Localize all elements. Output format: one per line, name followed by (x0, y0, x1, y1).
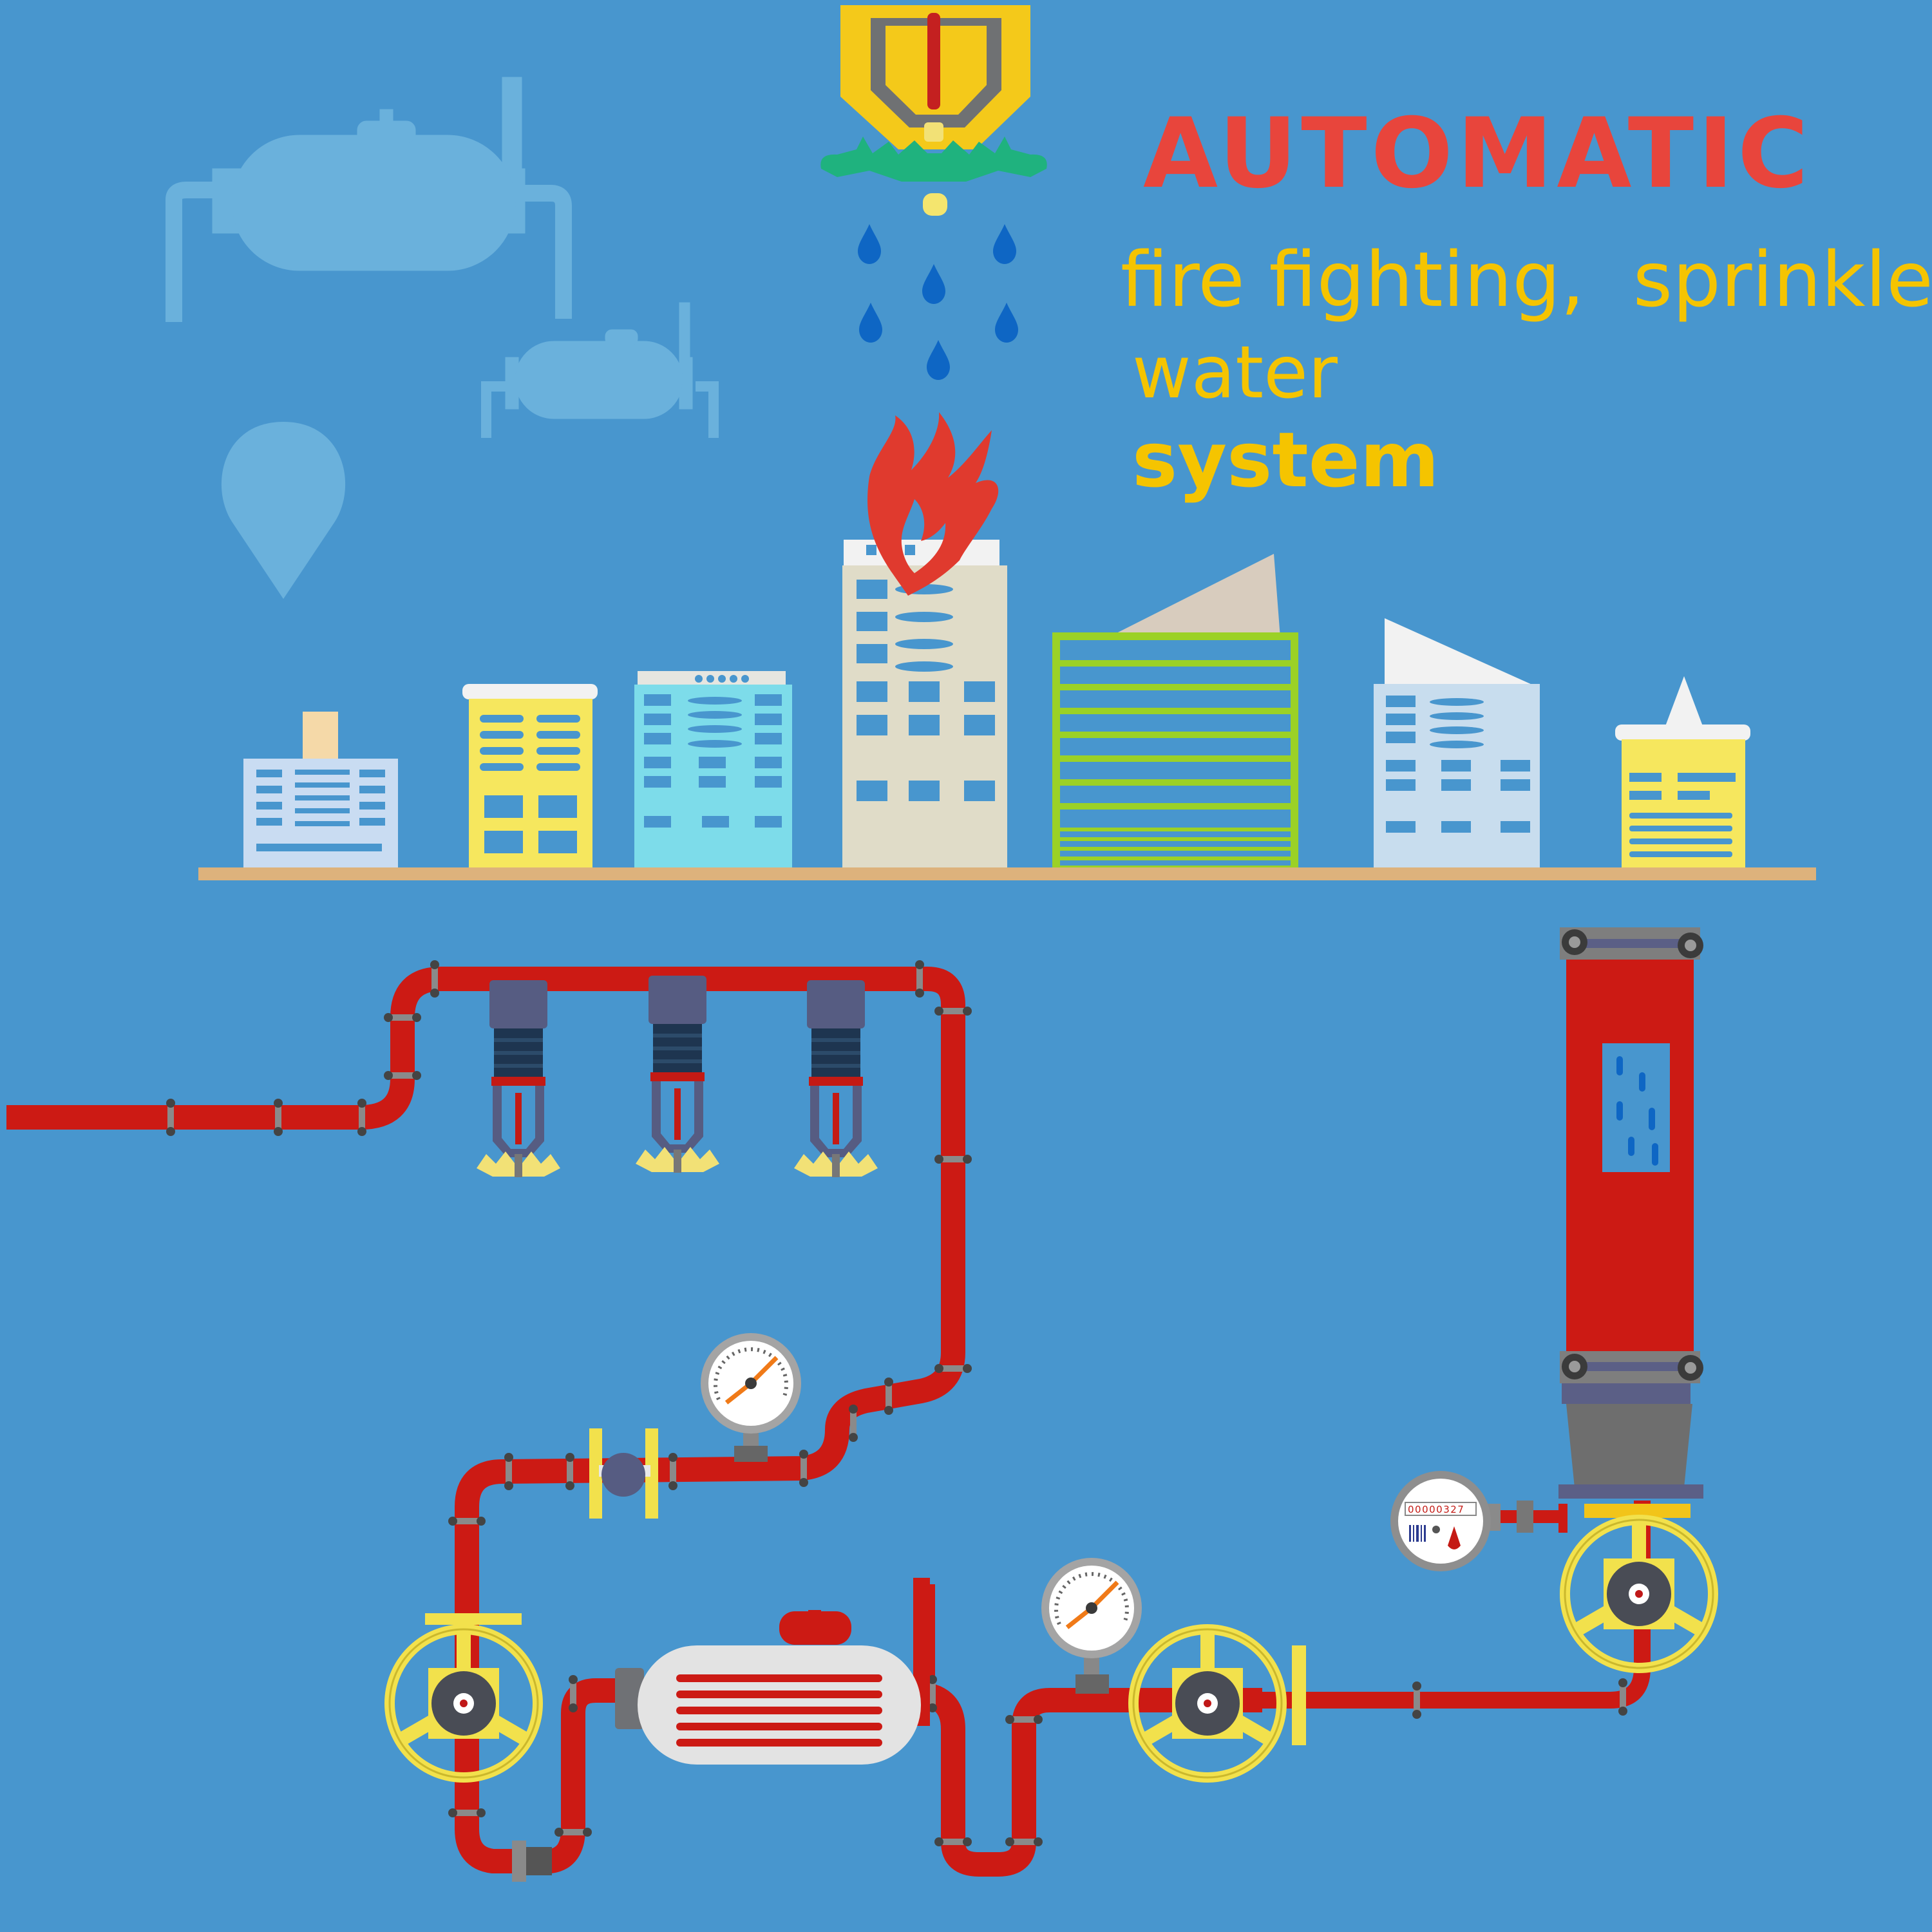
handwheel-valve-left-icon (390, 1613, 538, 1777)
water-meter-icon: 00000327 (1390, 1471, 1567, 1571)
building-7 (1615, 676, 1750, 869)
pressure-gauge-upper-icon (701, 1333, 801, 1462)
meter-digits: 00000327 (1408, 1504, 1464, 1515)
background-tank-small (481, 302, 719, 438)
location-pin-icon (221, 422, 346, 599)
building-2 (462, 684, 598, 869)
background-tank-large (166, 77, 572, 322)
handwheel-valve-middle-icon (1133, 1629, 1306, 1777)
water-tank-icon (615, 1578, 930, 1765)
title-water: water (1132, 331, 1338, 415)
pendant-sprinklers (477, 976, 878, 1177)
title-system: system (1132, 415, 1439, 504)
building-5 (1052, 554, 1298, 873)
pressure-gauge-lower-icon (1041, 1558, 1142, 1694)
alarm-valve-tower-icon (1558, 927, 1703, 1499)
building-1 (243, 712, 398, 869)
water-drops (858, 224, 1018, 380)
building-4-on-fire (842, 540, 1007, 869)
handwheel-valve-right-icon (1565, 1504, 1713, 1668)
pipe-coupling (512, 1841, 552, 1882)
title-automatic: AUTOMATIC (1143, 98, 1812, 210)
ceiling-sprinkler-icon (820, 5, 1047, 216)
building-6 (1374, 618, 1540, 869)
city-buildings (198, 540, 1816, 880)
fire-icon (867, 412, 999, 596)
building-3 (634, 671, 792, 869)
ground-line (198, 867, 1816, 880)
title-fire-fighting-sprinkler: fire fighting, sprinkler (1121, 235, 1932, 324)
gate-valve-icon (589, 1428, 658, 1519)
